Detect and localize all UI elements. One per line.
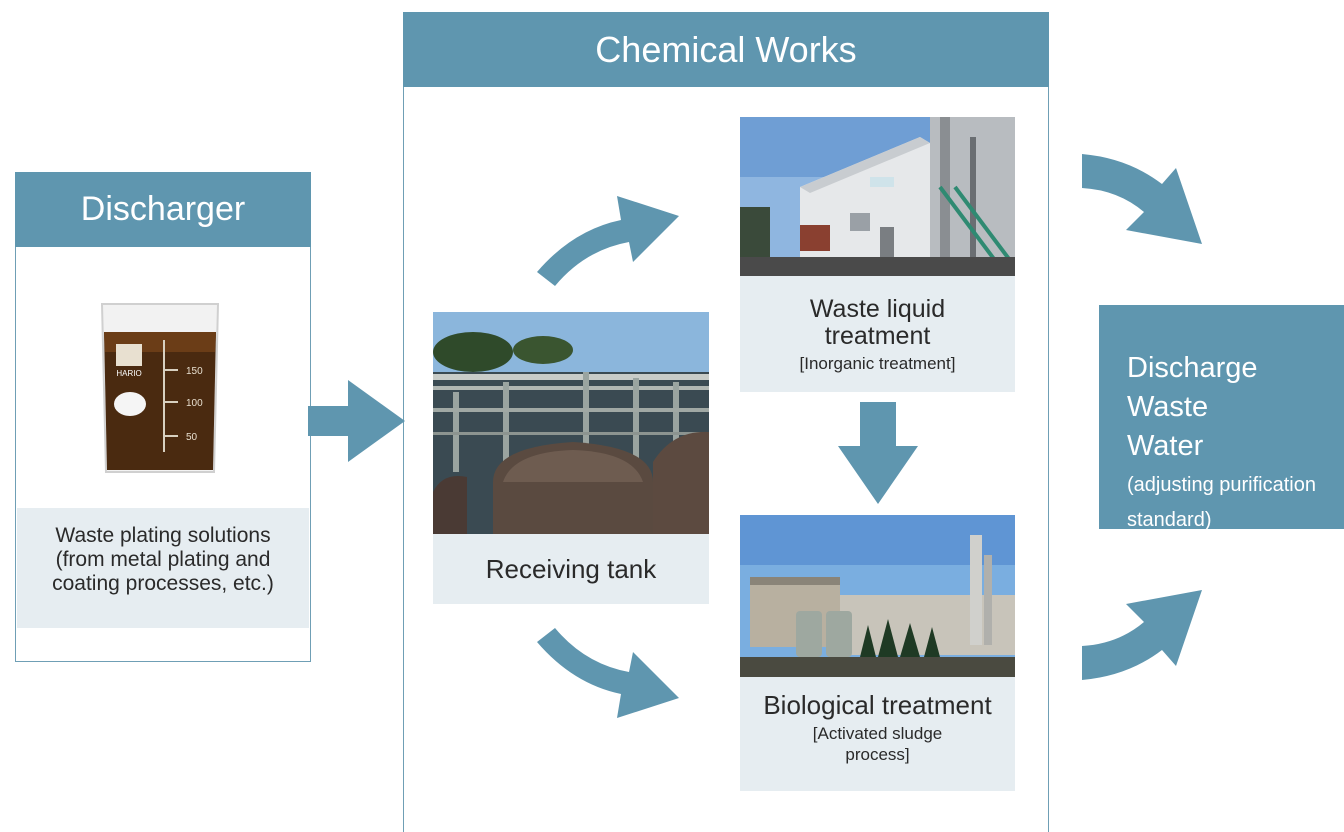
waste-liquid-subtitle: [Inorganic treatment] [799, 354, 956, 373]
waste-liquid-title: Waste liquid treatment [809, 295, 946, 350]
biological-plant-photo [740, 515, 1015, 677]
biological-title: Biological treatment [763, 690, 992, 720]
discharger-caption: Waste plating solutions (from metal plat… [52, 524, 274, 595]
discharge-title: Discharge Waste Water [1127, 352, 1258, 462]
biological-subtitle: [Activated sludge process] [812, 724, 943, 764]
arrow-icon-tank-to-waste-liquid [533, 186, 681, 286]
arrow-icon-waste-liquid-to-discharge [1080, 150, 1204, 246]
beaker-tick-150: 150 [186, 366, 203, 377]
receiving-tank-caption-box: Receiving tank [433, 534, 709, 604]
waste-liquid-building-photo [740, 117, 1015, 276]
discharge-subtitle: (adjusting purification standard) [1127, 474, 1316, 531]
discharger-title: Discharger [80, 190, 246, 228]
beaker-tick-50: 50 [186, 432, 198, 443]
receiving-tank-label: Receiving tank [485, 553, 657, 584]
receiving-tank-photo [433, 312, 709, 534]
discharger-header: Discharger [15, 172, 311, 247]
biological-caption-box: Biological treatment [Activated sludge p… [740, 677, 1015, 791]
arrow-icon-waste-liquid-to-biological [838, 402, 918, 504]
arrow-icon-biological-to-discharge [1080, 588, 1204, 684]
beaker-tick-100: 100 [186, 398, 203, 409]
discharge-box: Discharge Waste Water (adjusting purific… [1099, 305, 1344, 531]
chemical-works-title: Chemical Works [595, 28, 857, 70]
beaker-photo: HARIO 150 100 50 [80, 292, 248, 482]
beaker-brand-text: HARIO [116, 369, 141, 378]
discharger-caption-box: Waste plating solutions (from metal plat… [17, 508, 309, 628]
arrow-icon-tank-to-biological [533, 628, 681, 728]
chemical-works-header: Chemical Works [403, 12, 1049, 87]
arrow-icon-discharger-to-tank [308, 380, 405, 462]
waste-liquid-caption-box: Waste liquid treatment [Inorganic treatm… [740, 276, 1015, 392]
